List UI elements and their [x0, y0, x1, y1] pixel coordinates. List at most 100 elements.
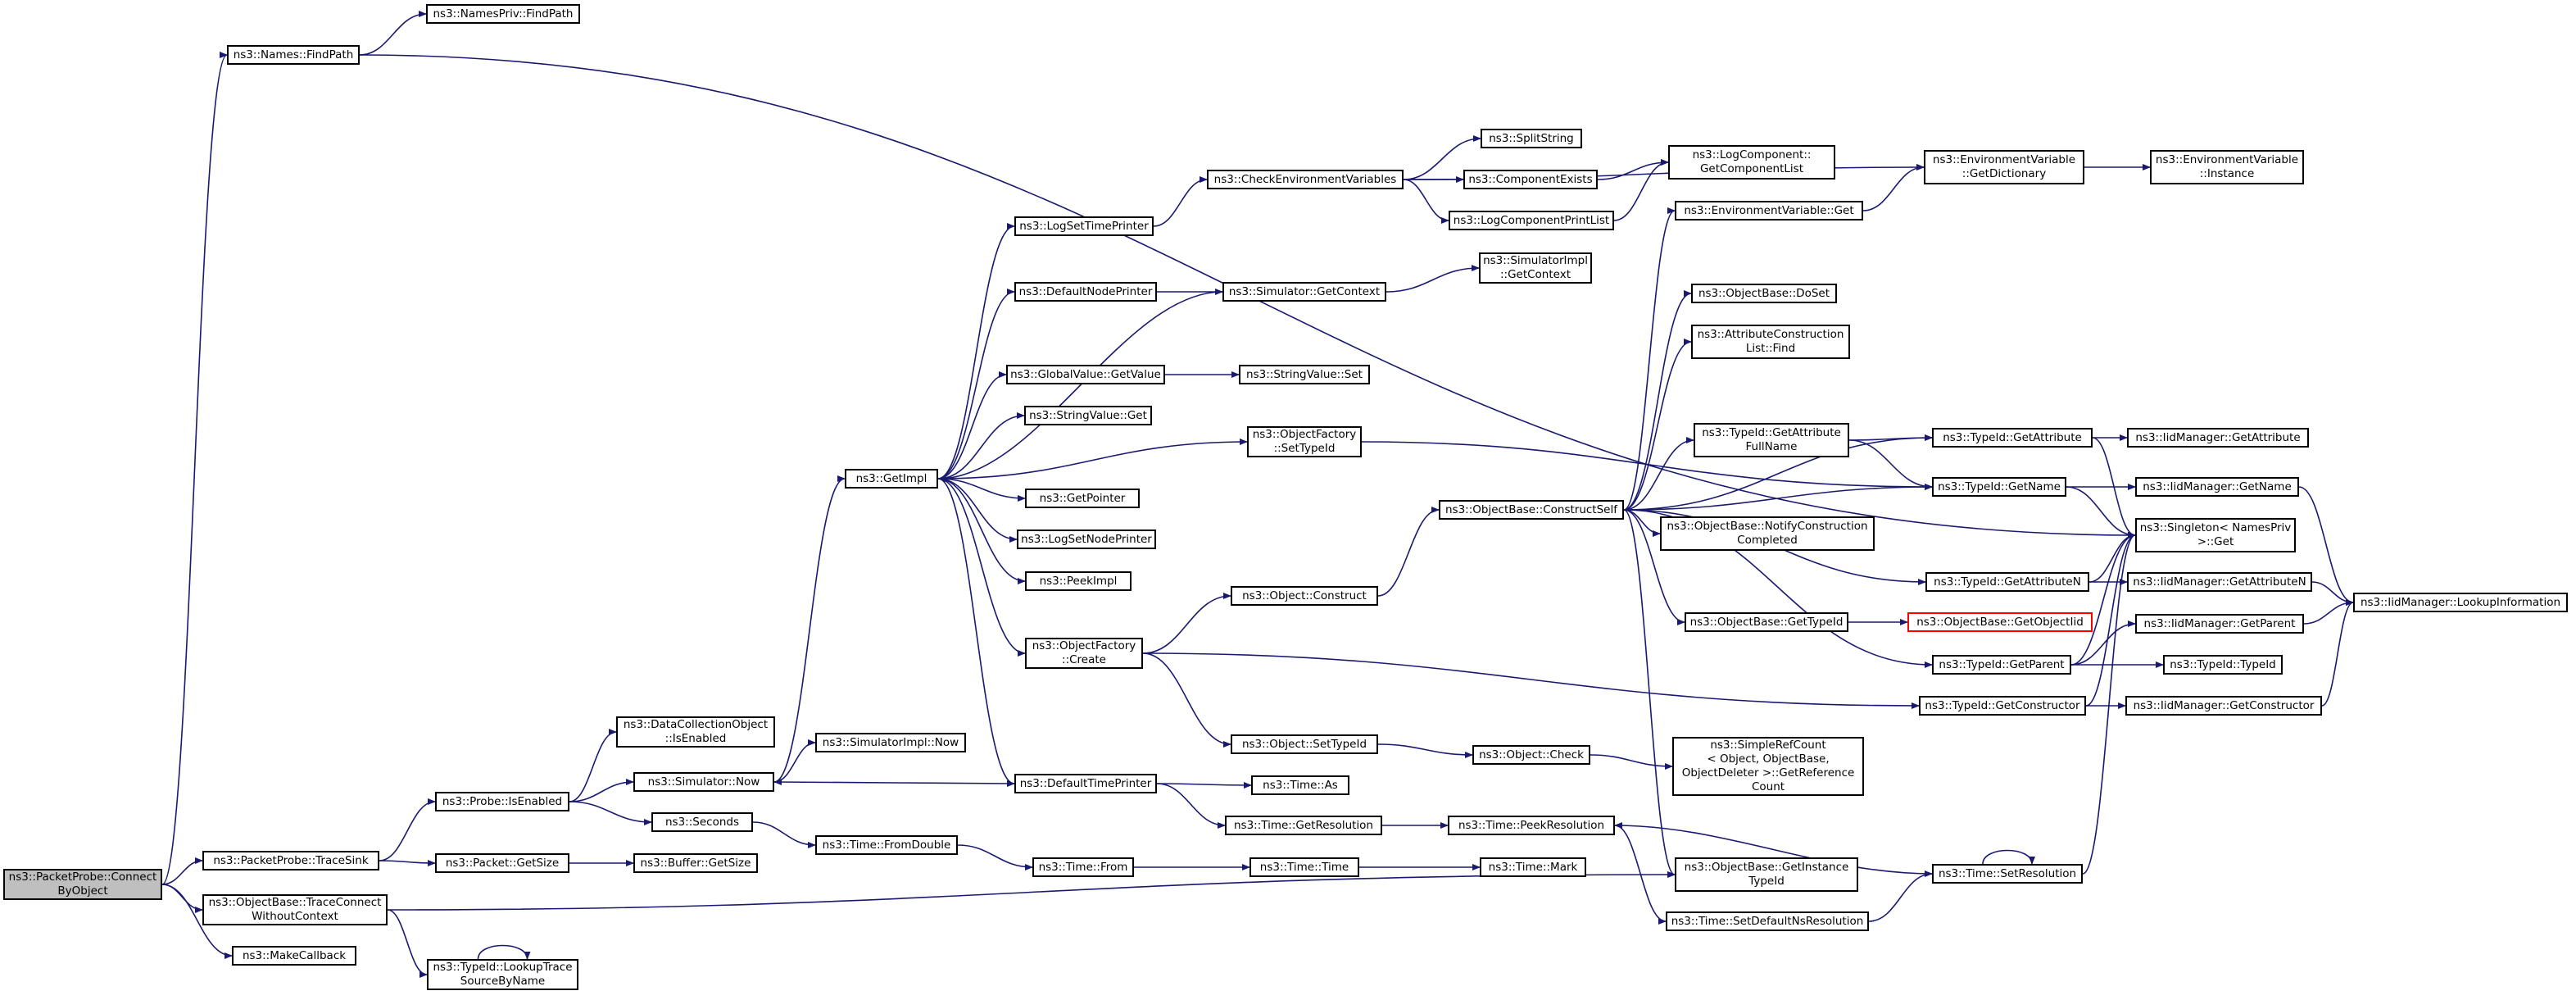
node-label: ns3::GetPointer: [1039, 491, 1126, 505]
node-simulatorimpl-getcontext[interactable]: ns3::SimulatorImpl::GetContext: [1479, 252, 1592, 284]
node-defaultnodeprinter[interactable]: ns3::DefaultNodePrinter: [1014, 282, 1157, 302]
node-singleton-get[interactable]: ns3::Singleton< NamesPriv>::Get: [2135, 518, 2296, 552]
node-typeid-getattributen[interactable]: ns3::TypeId::GetAttributeN: [1925, 572, 2089, 592]
node-label: ns3::Names::FindPath: [233, 48, 354, 61]
edge-objectbase-constructself-to-typeid-getattribute: [1623, 434, 1933, 511]
edge-logcomponentprintlist-to-logcomponent-getlist: [1613, 159, 1669, 221]
node-label: ::GetDictionary: [1961, 167, 2047, 180]
node-label: ns3::DataCollectionObject: [623, 718, 769, 731]
node-envvar-instance[interactable]: ns3::EnvironmentVariable::Instance: [2150, 150, 2304, 184]
node-typeid-getparent[interactable]: ns3::TypeId::GetParent: [1932, 655, 2071, 675]
node-object-construct[interactable]: ns3::Object::Construct: [1231, 586, 1378, 606]
node-defaulttimeprinter[interactable]: ns3::DefaultTimePrinter: [1014, 774, 1157, 793]
node-typeid-getconstructor[interactable]: ns3::TypeId::GetConstructor: [1919, 696, 2086, 716]
node-iidmanager-getattributen[interactable]: ns3::IidManager::GetAttributeN: [2127, 572, 2312, 592]
node-objectbase-gettypeid[interactable]: ns3::ObjectBase::GetTypeId: [1685, 612, 1848, 632]
node-namespriv-findpath[interactable]: ns3::NamesPriv::FindPath: [426, 4, 580, 24]
node-time-mark[interactable]: ns3::Time::Mark: [1480, 857, 1586, 877]
node-envvar-get[interactable]: ns3::EnvironmentVariable::Get: [1675, 201, 1863, 220]
node-time-time[interactable]: ns3::Time::Time: [1249, 857, 1359, 877]
edge-objectbase-constructself-to-objectbase-getinstancetypeid: [1623, 509, 1676, 878]
node-logsetnodeprinter[interactable]: ns3::LogSetNodePrinter: [1017, 530, 1156, 549]
node-label: ns3::LogComponent::: [1692, 148, 1812, 161]
node-objectbase-getobjectiid[interactable]: ns3::ObjectBase::GetObjectIid: [1907, 612, 2093, 632]
node-datacollection-isenabled[interactable]: ns3::DataCollectionObject::IsEnabled: [616, 716, 775, 748]
node-objectfactory-settypeid[interactable]: ns3::ObjectFactory::SetTypeId: [1247, 426, 1362, 457]
node-label: ns3::EnvironmentVariable: [1932, 153, 2076, 166]
node-iidmanager-getname[interactable]: ns3::IidManager::GetName: [2135, 477, 2299, 497]
node-label: ns3::IidManager::GetAttribute: [2135, 430, 2301, 444]
edge-time-setresolution-to-time-setresolution: [1982, 849, 2035, 865]
node-getpointer[interactable]: ns3::GetPointer: [1025, 489, 1140, 508]
edge-getimpl-to-getpointer: [937, 478, 1026, 502]
node-typeid-getattribute[interactable]: ns3::TypeId::GetAttribute: [1932, 428, 2093, 448]
node-iidmanager-lookupinfo[interactable]: ns3::IidManager::LookupInformation: [2353, 593, 2568, 612]
node-iidmanager-getattribute[interactable]: ns3::IidManager::GetAttribute: [2127, 428, 2309, 448]
node-logsettimeprinter[interactable]: ns3::LogSetTimePrinter: [1014, 216, 1154, 236]
edge-getimpl-to-logsettimeprinter: [937, 223, 1015, 480]
edge-objectbase-constructself-to-typeid-getname: [1623, 484, 1933, 511]
edge-packetprobe-tracesink-to-probe-isenabled: [379, 798, 436, 861]
edge-defaulttimeprinter-to-time-getresolution: [1156, 783, 1226, 829]
node-time-from[interactable]: ns3::Time::From: [1032, 857, 1134, 877]
node-label: ns3::PacketProbe::Connect: [8, 870, 157, 884]
node-time-peekresolution[interactable]: ns3::Time::PeekResolution: [1448, 816, 1615, 835]
node-names-findpath[interactable]: ns3::Names::FindPath: [227, 45, 360, 65]
node-label: ns3::CheckEnvironmentVariables: [1213, 172, 1397, 186]
node-buffer-getsize[interactable]: ns3::Buffer::GetSize: [633, 853, 758, 873]
node-simplerefcount[interactable]: ns3::SimpleRefCount< Object, ObjectBase,…: [1672, 737, 1864, 796]
edge-names-findpath-to-namespriv-findpath: [359, 11, 427, 56]
edge-objectfactory-create-to-object-construct: [1142, 593, 1231, 654]
node-globalvalue-getvalue[interactable]: ns3::GlobalValue::GetValue: [1006, 365, 1165, 384]
node-splitstring[interactable]: ns3::SplitString: [1481, 129, 1582, 148]
node-logcomponent-getlist[interactable]: ns3::LogComponent::GetComponentList: [1668, 145, 1835, 180]
node-getimpl[interactable]: ns3::GetImpl: [845, 469, 938, 489]
node-makecallback[interactable]: ns3::MakeCallback: [232, 946, 356, 966]
node-object-settypeid[interactable]: ns3::Object::SetTypeId: [1231, 734, 1378, 754]
node-time-setdefaultns[interactable]: ns3::Time::SetDefaultNsResolution: [1666, 911, 1869, 931]
node-label: ns3::TypeId::GetAttributeN: [1934, 575, 2081, 589]
node-label: ns3::LogSetTimePrinter: [1019, 219, 1149, 233]
node-time-getresolution[interactable]: ns3::Time::GetResolution: [1225, 816, 1382, 835]
node-label: ns3::IidManager::GetName: [2143, 480, 2292, 493]
node-logcomponentprintlist[interactable]: ns3::LogComponentPrintList: [1449, 211, 1614, 230]
node-typeid-typeid[interactable]: ns3::TypeId::TypeId: [2163, 655, 2283, 675]
node-objectbase-doset[interactable]: ns3::ObjectBase::DoSet: [1691, 284, 1837, 303]
node-envvar-getdictionary[interactable]: ns3::EnvironmentVariable::GetDictionary: [1924, 150, 2084, 184]
node-componentexists[interactable]: ns3::ComponentExists: [1463, 170, 1598, 189]
node-time-as[interactable]: ns3::Time::As: [1251, 775, 1349, 795]
node-label: >::Get: [2197, 535, 2234, 548]
node-peekimpl[interactable]: ns3::PeekImpl: [1025, 571, 1132, 591]
node-seconds[interactable]: ns3::Seconds: [651, 812, 753, 832]
node-simulatorimpl-now[interactable]: ns3::SimulatorImpl::Now: [815, 733, 966, 752]
edge-logsettimeprinter-to-checkenv: [1153, 176, 1208, 227]
node-simulator-now[interactable]: ns3::Simulator::Now: [633, 772, 774, 792]
node-checkenv[interactable]: ns3::CheckEnvironmentVariables: [1207, 170, 1404, 189]
node-packet-getsize[interactable]: ns3::Packet::GetSize: [435, 853, 569, 873]
node-stringvalue-get[interactable]: ns3::StringValue::Get: [1024, 406, 1152, 425]
node-objectbase-constructself[interactable]: ns3::ObjectBase::ConstructSelf: [1439, 500, 1624, 520]
node-packetprobe-tracesink[interactable]: ns3::PacketProbe::TraceSink: [202, 851, 379, 870]
node-simulator-getcontext[interactable]: ns3::Simulator::GetContext: [1222, 282, 1386, 302]
node-objectfactory-create[interactable]: ns3::ObjectFactory::Create: [1025, 638, 1143, 669]
node-label: ns3::ObjectBase::TraceConnect: [208, 896, 382, 909]
node-object-check[interactable]: ns3::Object::Check: [1472, 745, 1590, 765]
node-time-fromdouble[interactable]: ns3::Time::FromDouble: [815, 835, 958, 855]
node-stringvalue-set[interactable]: ns3::StringValue::Set: [1239, 365, 1370, 384]
node-probe-isenabled[interactable]: ns3::Probe::IsEnabled: [435, 792, 569, 811]
edge-time-setresolution-to-singleton-get: [2082, 532, 2136, 875]
node-time-setresolution[interactable]: ns3::Time::SetResolution: [1932, 864, 2083, 884]
node-iidmanager-getparent[interactable]: ns3::IidManager::GetParent: [2135, 614, 2304, 634]
node-typeid-getname[interactable]: ns3::TypeId::GetName: [1932, 477, 2066, 497]
node-label: ns3::SimulatorImpl::Now: [822, 735, 959, 749]
node-label: ns3::IidManager::GetConstructor: [2133, 698, 2315, 712]
node-label: ns3::ObjectFactory: [1032, 639, 1136, 652]
node-iidmanager-getconstructor[interactable]: ns3::IidManager::GetConstructor: [2125, 696, 2322, 716]
edge-iidmanager-getname-to-iidmanager-lookupinfo: [2298, 486, 2354, 606]
